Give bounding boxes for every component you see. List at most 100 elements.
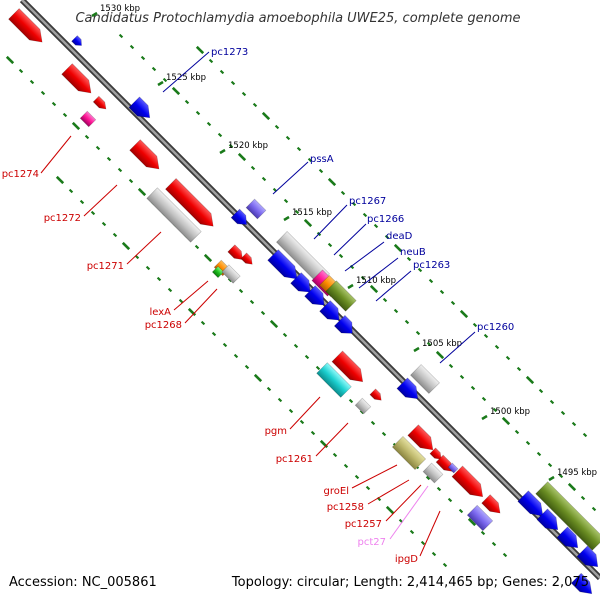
- gene-purple[interactable]: [245, 198, 267, 220]
- tick-dot: [62, 112, 68, 118]
- gene-red-small[interactable]: [429, 447, 444, 462]
- gene-label-deaD[interactable]: deaD: [386, 231, 413, 242]
- gene-label-ipgD[interactable]: ipgD: [395, 554, 418, 565]
- gene-label-pssA[interactable]: pssA: [310, 154, 334, 165]
- gene-label-pc1261[interactable]: pc1261: [276, 454, 313, 465]
- gene-blue[interactable]: [267, 249, 303, 285]
- gene-red[interactable]: [129, 139, 165, 175]
- gene-blue[interactable]: [319, 300, 345, 326]
- gene-blue[interactable]: [304, 285, 330, 311]
- gene-red[interactable]: [407, 424, 438, 455]
- tick-dot: [382, 297, 388, 303]
- leader-line: [333, 223, 367, 256]
- gene-label-pc1271[interactable]: pc1271: [87, 261, 124, 272]
- gene-label-neuB[interactable]: neuB: [400, 247, 426, 258]
- gene-blue[interactable]: [290, 272, 316, 298]
- gene-blue[interactable]: [576, 545, 600, 572]
- gene-pink[interactable]: [447, 462, 459, 474]
- tick-dot: [299, 419, 305, 425]
- tick-dot: [200, 320, 206, 326]
- gene-green[interactable]: [211, 265, 225, 279]
- gene-label-pc1268[interactable]: pc1268: [145, 320, 182, 331]
- gene-label-pc1258[interactable]: pc1258: [327, 502, 364, 513]
- gene-red[interactable]: [331, 350, 368, 387]
- tick-dot: [365, 485, 371, 491]
- gene-red-small[interactable]: [92, 95, 109, 112]
- gene-red[interactable]: [165, 178, 218, 231]
- gene-purple[interactable]: [466, 504, 494, 532]
- gene-magenta[interactable]: [79, 110, 97, 128]
- tick-dot: [208, 58, 214, 64]
- gene-tan[interactable]: [391, 435, 427, 471]
- tick-dot: [296, 146, 302, 152]
- gene-gray[interactable]: [221, 264, 241, 284]
- tick-dot: [417, 267, 423, 273]
- tick-dot: [362, 212, 368, 218]
- tick-dot: [459, 309, 469, 319]
- gene-cyan[interactable]: [316, 362, 352, 398]
- tick-dot: [195, 45, 205, 55]
- gene-gray[interactable]: [354, 397, 372, 415]
- gene-gray[interactable]: [146, 187, 202, 243]
- kbp-label: 1525 kbp: [166, 73, 206, 83]
- tick-dot: [233, 353, 239, 359]
- gene-label-pct27[interactable]: pct27: [358, 537, 387, 548]
- gene-blue[interactable]: [556, 526, 583, 553]
- gene-label-lexA[interactable]: lexA: [149, 307, 171, 318]
- tick-dot: [285, 135, 291, 141]
- tick-dot: [304, 354, 310, 360]
- tick-dot: [118, 33, 124, 39]
- gene-red-small[interactable]: [240, 252, 255, 267]
- tick-dot: [560, 410, 566, 416]
- gene-olive[interactable]: [325, 280, 357, 312]
- gene-blue[interactable]: [333, 314, 357, 338]
- gene-red[interactable]: [61, 63, 97, 99]
- genes: [8, 8, 600, 598]
- gene-label-pc1273[interactable]: pc1273: [211, 47, 248, 58]
- gene-red[interactable]: [451, 465, 488, 502]
- gene-blue[interactable]: [570, 572, 596, 598]
- tick-dot: [241, 91, 247, 97]
- gene-label-pc1257[interactable]: pc1257: [345, 519, 382, 530]
- tick-dot: [514, 429, 520, 435]
- leader-line: [375, 270, 412, 302]
- gene-label-pc1266[interactable]: pc1266: [367, 214, 404, 225]
- tick-dot: [582, 432, 588, 438]
- tick-dot: [431, 551, 437, 557]
- tick-dot: [315, 365, 321, 371]
- gene-label-pc1267[interactable]: pc1267: [349, 196, 386, 207]
- gene-gray[interactable]: [422, 462, 444, 484]
- tick-dot: [40, 90, 46, 96]
- gene-olive-long[interactable]: [535, 481, 600, 551]
- gene-blue[interactable]: [536, 508, 563, 535]
- gene-red[interactable]: [481, 494, 505, 518]
- gene-blue[interactable]: [230, 208, 251, 229]
- gene-blue[interactable]: [396, 377, 423, 404]
- tick-dot: [140, 55, 146, 61]
- gene-blue[interactable]: [517, 490, 548, 521]
- gene-label-pgm[interactable]: pgm: [265, 426, 287, 437]
- tick-dot: [547, 462, 553, 468]
- gene-label-pc1272[interactable]: pc1272: [44, 213, 81, 224]
- gene-label-pc1274[interactable]: pc1274: [2, 169, 39, 180]
- leader-line: [419, 510, 441, 557]
- tick-dot: [55, 175, 65, 185]
- tick-dot: [393, 308, 399, 314]
- gene-label-groEl[interactable]: groEl: [324, 486, 349, 497]
- accession-text: Accession: NC_005861: [9, 575, 157, 590]
- gene-red-small[interactable]: [227, 244, 246, 263]
- tick-dot: [494, 344, 500, 350]
- gene-red-small[interactable]: [369, 388, 384, 403]
- gene-gray[interactable]: [410, 364, 440, 394]
- tick-dot: [307, 157, 313, 163]
- gene-blue-small[interactable]: [71, 35, 85, 49]
- gene-label-pc1260[interactable]: pc1260: [477, 322, 514, 333]
- gene-blue[interactable]: [128, 96, 155, 123]
- gene-label-pc1263[interactable]: pc1263: [413, 260, 450, 271]
- tick-dot: [117, 167, 123, 173]
- tick-dot: [343, 463, 349, 469]
- gene-red[interactable]: [8, 8, 48, 48]
- tick-dot: [310, 430, 316, 436]
- tick-dot: [439, 289, 445, 295]
- leader-line: [83, 184, 118, 217]
